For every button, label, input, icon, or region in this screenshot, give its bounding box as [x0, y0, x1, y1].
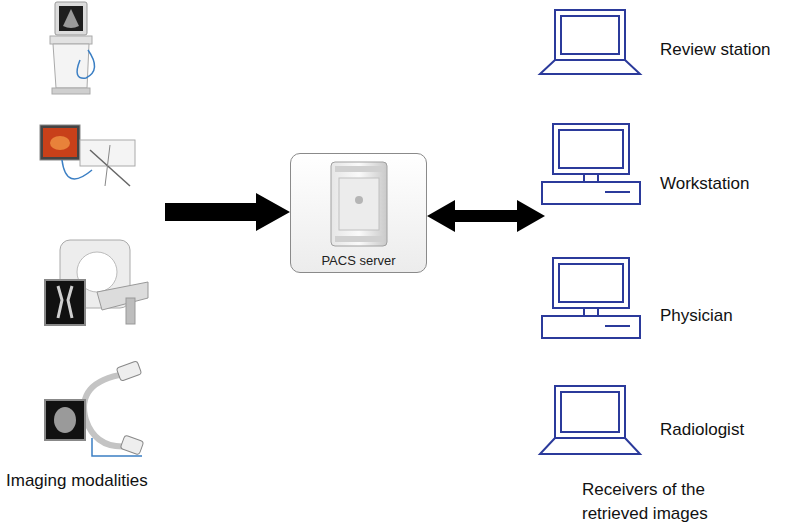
icon-part	[45, 280, 85, 325]
icon-part	[561, 392, 619, 432]
icon-part	[77, 50, 94, 78]
tower-body	[331, 162, 387, 246]
modality-group: Imaging modalities	[0, 0, 165, 532]
icon-part	[559, 130, 623, 168]
icon-part	[540, 438, 640, 454]
computer-icons	[540, 10, 640, 454]
icon-part	[53, 44, 89, 88]
icon-part	[59, 6, 83, 31]
icon-part	[55, 2, 87, 35]
icon-part	[584, 308, 598, 316]
server-box: PACS server	[290, 153, 427, 273]
icon-part	[58, 286, 72, 318]
receiver-group: Receivers of the retrieved images Review …	[545, 0, 798, 532]
icon-part	[40, 125, 80, 160]
desktop-icon	[542, 124, 640, 204]
icon-part	[126, 298, 135, 324]
icon-part	[54, 407, 76, 433]
icon-part	[50, 136, 70, 150]
laptop-icon	[540, 386, 640, 454]
icon-part	[542, 316, 640, 338]
server-tower-icon	[291, 154, 428, 254]
endoscope-icon	[40, 125, 135, 186]
icon-part	[542, 182, 640, 204]
node-label: Receivers of the retrieved images	[582, 478, 742, 526]
tower-logo	[355, 196, 363, 204]
icon-part	[45, 400, 85, 440]
mri-icon	[45, 240, 148, 325]
c-arm-icon	[45, 361, 144, 456]
node-label: Physician	[660, 306, 733, 326]
icon-part	[62, 160, 92, 179]
icon-part	[63, 9, 79, 28]
icon-part	[555, 10, 625, 60]
icon-part	[584, 174, 598, 182]
icon-part	[540, 60, 640, 74]
icon-part	[555, 386, 625, 438]
flow-arrow	[427, 200, 545, 232]
node-label: Review station	[660, 40, 771, 60]
icon-part	[559, 264, 623, 302]
icon-part	[52, 88, 90, 94]
icon-part	[50, 36, 92, 44]
icon-part	[605, 191, 630, 193]
icon-part	[116, 361, 141, 382]
icon-part	[43, 128, 77, 157]
ultrasound-icon	[50, 2, 95, 94]
node-label: PACS server	[321, 253, 395, 268]
icon-part	[105, 145, 110, 186]
icon-part	[92, 438, 142, 456]
icon-part	[90, 150, 130, 186]
node-label: Radiologist	[660, 420, 744, 440]
icon-part	[553, 258, 629, 308]
node-label: Workstation	[660, 174, 749, 194]
icon-part	[97, 282, 148, 310]
icon-part	[553, 124, 629, 174]
tower-handle	[335, 236, 383, 242]
node-label: Imaging modalities	[6, 470, 148, 492]
desktop-icon	[542, 258, 640, 338]
icon-part	[605, 325, 630, 327]
icon-part	[120, 435, 144, 455]
laptop-icon	[540, 10, 640, 74]
icon-part	[561, 16, 619, 54]
flow-arrow	[165, 193, 290, 231]
tower-handle	[335, 166, 383, 172]
tower-grill	[339, 178, 379, 230]
icon-part	[84, 374, 130, 446]
